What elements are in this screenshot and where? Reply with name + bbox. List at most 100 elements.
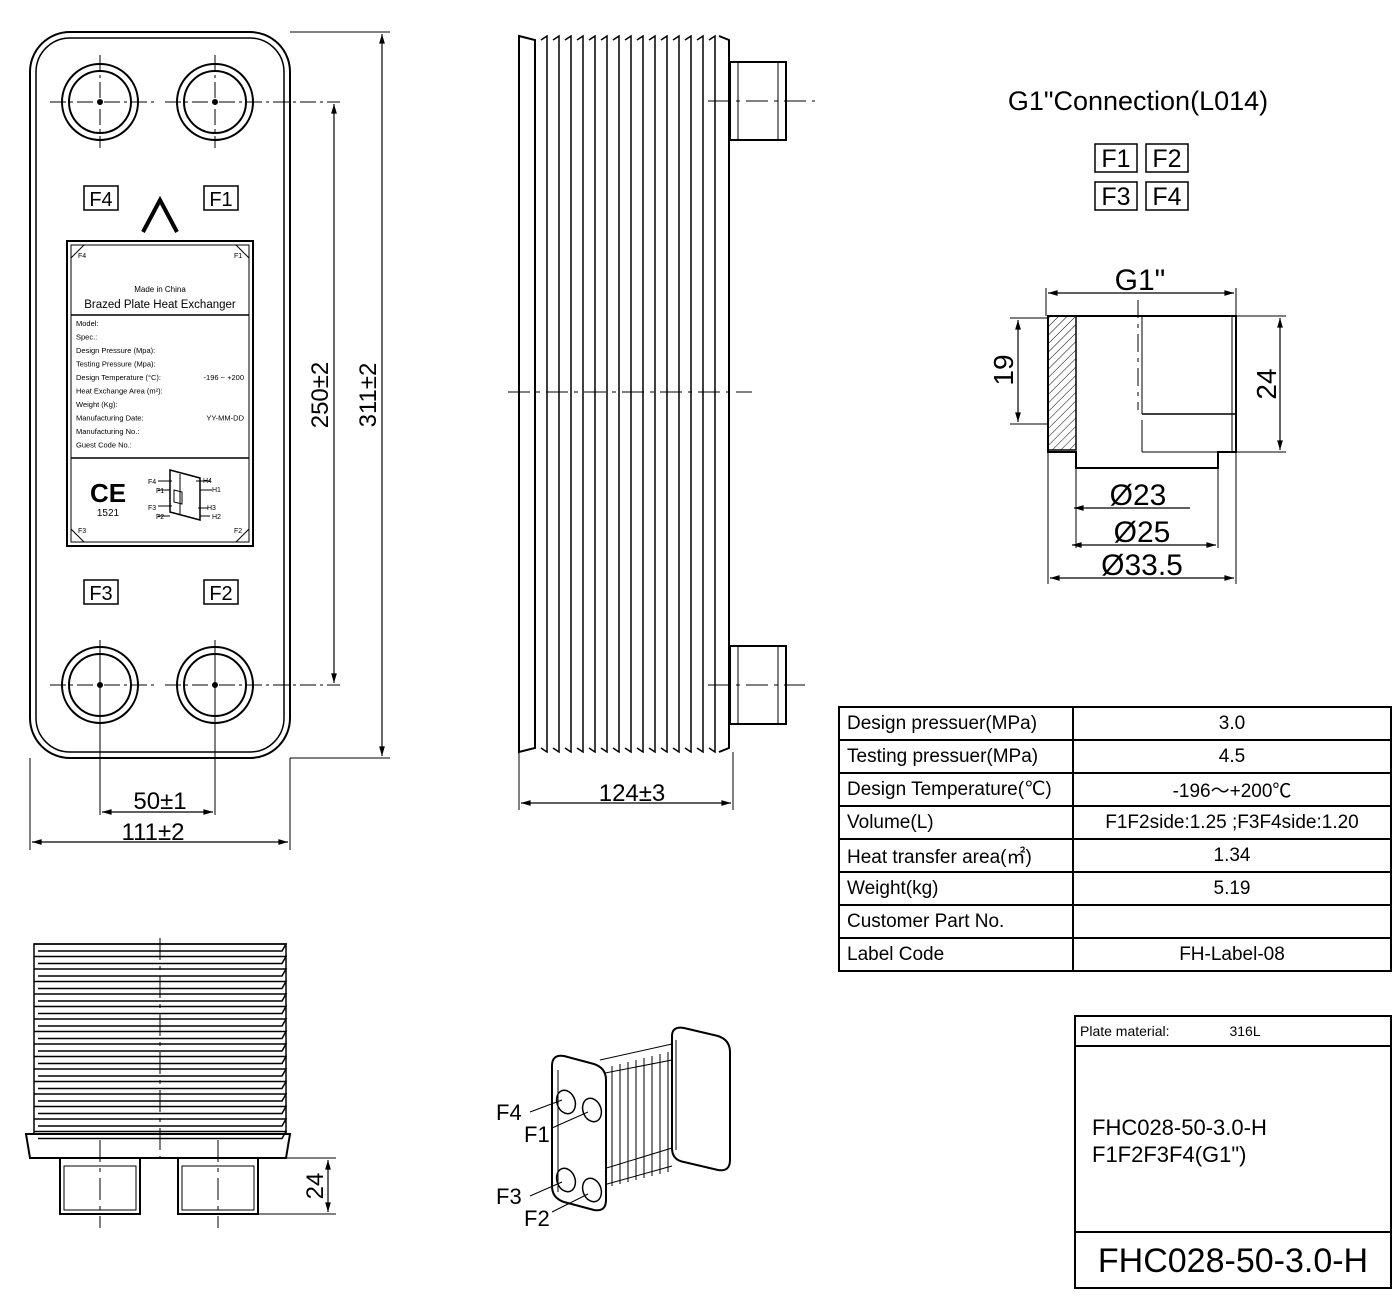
dim-port-height: 250±2 xyxy=(307,362,334,429)
nameplate-diagram-label: H3 xyxy=(207,505,216,512)
nameplate-diagram-label: H1 xyxy=(212,487,221,494)
nameplate-field-label: Model: xyxy=(76,319,99,328)
front-plate-inner xyxy=(35,37,285,753)
spec-label: Customer Part No. xyxy=(838,904,1074,939)
side-plate-line xyxy=(624,34,632,754)
conn-port-f4: F4 xyxy=(1152,183,1181,211)
spec-row: Weight(kg)5.19 xyxy=(838,871,1392,906)
side-plate-line xyxy=(600,34,608,754)
spec-value: FH-Label-08 xyxy=(1072,937,1392,972)
conn-dia-33-5: Ø33.5 xyxy=(1101,549,1183,582)
connection-section xyxy=(1010,288,1286,584)
nameplate-field-label: Manufacturing No.: xyxy=(76,427,139,436)
front-plate-outer xyxy=(29,31,291,759)
dim-width: 111±2 xyxy=(122,819,185,846)
drawing-number: FHC028-50-3.0-H xyxy=(1097,1242,1369,1280)
side-plate-line xyxy=(648,34,656,754)
nameplate-field-label: Design Pressure (Mpa): xyxy=(76,346,155,355)
side-plate-line xyxy=(588,34,596,754)
nameplate-diagram-label: F3 xyxy=(148,505,156,512)
nameplate-corner-f1: F1 xyxy=(234,253,242,260)
conn-dia-23: Ø23 xyxy=(1110,479,1167,512)
ce-mark-icon: CE xyxy=(90,478,126,508)
port-label-f4: F4 xyxy=(89,189,112,211)
spec-label: Testing pressuer(MPa) xyxy=(838,739,1074,774)
spec-label: Volume(L) xyxy=(838,805,1074,840)
port-label-f2: F2 xyxy=(209,583,232,605)
spec-row: Volume(L)F1F2side:1.25 ;F3F4side:1.20 xyxy=(838,805,1392,840)
spec-label: Label Code xyxy=(838,937,1074,972)
nameplate-field-label: Design Temperature (°C): xyxy=(76,373,161,382)
spec-row: Testing pressuer(MPa)4.5 xyxy=(838,739,1392,774)
spec-value: 3.0 xyxy=(1072,706,1392,741)
spec-row: Customer Part No. xyxy=(838,904,1392,939)
nameplate-diagram-label: H2 xyxy=(212,514,221,521)
iso-label-f2: F2 xyxy=(524,1206,550,1231)
dim-connection-height: 24 xyxy=(302,1173,329,1200)
dim-port-pitch: 50±1 xyxy=(133,788,186,815)
model-line-2: F1F2F3F4(G1") xyxy=(1092,1142,1247,1167)
flow-arrow-icon xyxy=(141,195,179,233)
side-plate-line xyxy=(636,34,644,754)
ce-number: 1521 xyxy=(97,508,120,519)
side-plate-line xyxy=(684,34,692,754)
iso-label-f4: F4 xyxy=(496,1100,522,1125)
side-view xyxy=(508,34,815,810)
iso-plate-pack xyxy=(599,1043,673,1187)
side-plate-line xyxy=(660,34,668,754)
material-label: Plate material: xyxy=(1080,1023,1170,1039)
nameplate-diagram-label: F1 xyxy=(156,488,164,495)
conn-port-f2: F2 xyxy=(1152,145,1181,173)
spec-value xyxy=(1072,904,1392,939)
nameplate-field-label: Guest Code No.: xyxy=(76,441,132,450)
model-line-1: FHC028-50-3.0-H xyxy=(1092,1115,1267,1140)
port-label-f3: F3 xyxy=(89,583,112,605)
side-plate-line xyxy=(540,34,548,754)
iso-view xyxy=(529,1026,731,1213)
nameplate-diagram-label: H4 xyxy=(203,478,212,485)
side-plate-line xyxy=(576,34,584,754)
nameplate-field-label: Testing Pressure (Mpa): xyxy=(76,360,156,369)
side-plate-line xyxy=(696,34,704,754)
spec-label: Heat transfer area(㎡) xyxy=(838,838,1074,873)
spec-label: Weight(kg) xyxy=(838,871,1074,906)
nameplate-field-value: YY-MM-DD xyxy=(206,414,244,423)
side-plate-line xyxy=(564,34,572,754)
side-plate-line xyxy=(672,34,680,754)
material-value: 316L xyxy=(1229,1023,1261,1039)
port-label-f1: F1 xyxy=(209,189,232,211)
title-block: Plate material: 316L FHC028-50-3.0-H F1F… xyxy=(1074,1015,1392,1289)
nameplate-corner-f2: F2 xyxy=(234,528,242,535)
nameplate-field-label: Heat Exchange Area (m²): xyxy=(76,387,163,396)
spec-value: -196～+200℃ xyxy=(1072,772,1392,807)
iso-label-f1: F1 xyxy=(524,1122,550,1147)
spec-label: Design Temperature(℃) xyxy=(838,772,1074,807)
nameplate-corner-f3: F3 xyxy=(78,528,86,535)
spec-value: 4.5 xyxy=(1072,739,1392,774)
conn-thread: G1" xyxy=(1115,264,1166,297)
connection-port-boxes xyxy=(1094,143,1189,211)
spec-value: F1F2side:1.25 ;F3F4side:1.20 xyxy=(1072,805,1392,840)
iso-label-f3: F3 xyxy=(496,1184,522,1209)
nameplate-diagram-label: F2 xyxy=(156,514,164,521)
nameplate-corner-f4: F4 xyxy=(78,253,86,260)
nameplate-field-label: Weight (Kg): xyxy=(76,400,118,409)
bottom-plate-line xyxy=(34,968,288,977)
side-plate-line xyxy=(612,34,620,754)
conn-dim-24: 24 xyxy=(1251,368,1282,399)
spec-row: Heat transfer area(㎡)1.34 xyxy=(838,838,1392,873)
nameplate-field-label: Spec.: xyxy=(76,333,97,342)
nameplate-fields: Model: Spec.: Design Pressure (Mpa): Testin… xyxy=(76,319,245,450)
nameplate xyxy=(66,240,254,547)
conn-port-f3: F3 xyxy=(1101,183,1130,211)
dim-height: 311±2 xyxy=(355,363,382,428)
spec-row: Design pressuer(MPa)3.0 xyxy=(838,706,1392,741)
nameplate-diagram-label: F4 xyxy=(148,479,156,486)
model-description: FHC028-50-3.0-H F1F2F3F4(G1") xyxy=(1076,1047,1390,1233)
nameplate-field-value: -196 ~ +200 xyxy=(204,373,244,382)
side-plate-line xyxy=(552,34,560,754)
bottom-view xyxy=(24,938,336,1228)
